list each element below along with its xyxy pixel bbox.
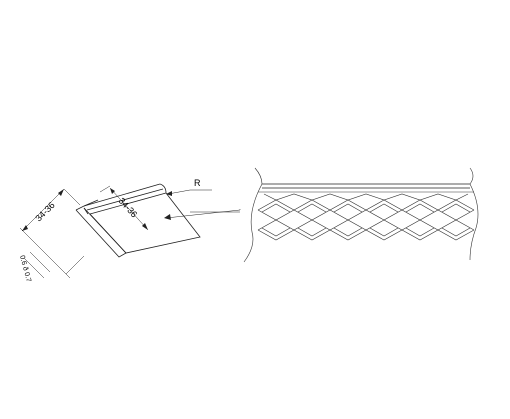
ridge-line-3 — [89, 192, 167, 215]
angle-profile — [75, 183, 201, 258]
left-dimension: 34-36 — [19, 188, 85, 279]
right-break-line — [469, 167, 479, 261]
left-break-line — [243, 167, 263, 263]
right-dimension: 34-36 — [99, 185, 149, 231]
radius-callout: R — [166, 178, 212, 196]
radius-label: R — [194, 178, 201, 188]
ridge-end — [159, 183, 167, 194]
right-face-outline — [89, 192, 201, 254]
thickness-dimension: 0.6 ð 0.7 — [18, 251, 51, 283]
left-side-dim-label: 34-36 — [33, 200, 56, 223]
ridge-line-1 — [83, 183, 161, 207]
detail-leader — [164, 209, 241, 220]
thickness-label: 0.6 ð 0.7 — [18, 254, 33, 282]
left-edge — [83, 207, 89, 215]
ridge-line-2 — [86, 188, 164, 211]
mesh-detail — [243, 167, 479, 263]
left-face-outline — [75, 207, 127, 258]
right-side-dim-label: 34-36 — [117, 196, 140, 220]
